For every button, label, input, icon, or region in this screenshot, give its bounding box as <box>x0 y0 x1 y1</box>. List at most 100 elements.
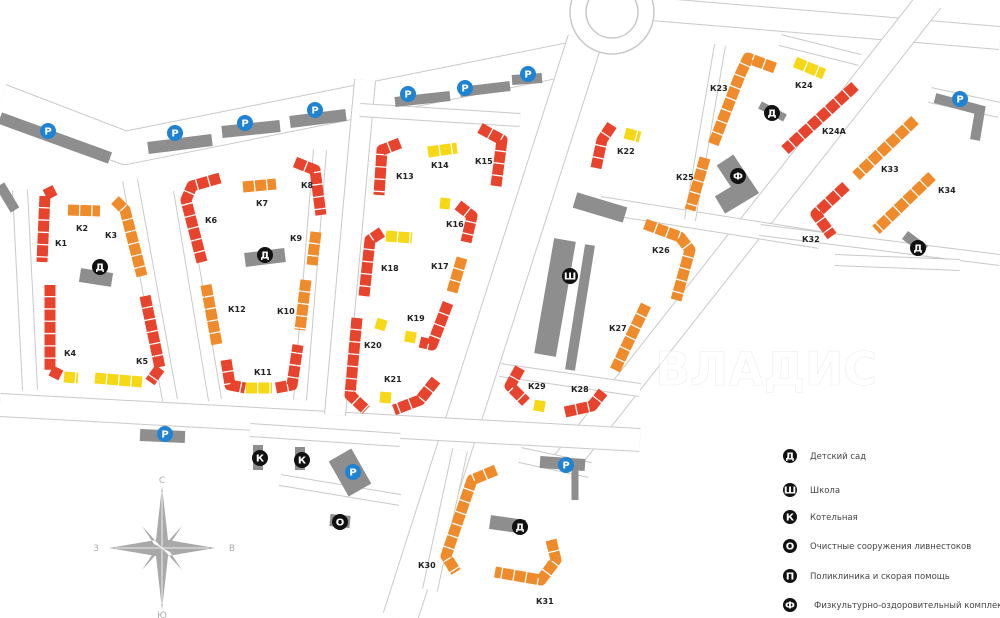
parking-marker-symbol: P <box>241 119 248 130</box>
map-markers: P P P P P P P P P P P Д Д Д Д Д Ш Ф К К О <box>40 66 968 535</box>
kindergarten-marker[interactable]: Д <box>764 105 780 121</box>
block-label: К19 <box>407 314 425 323</box>
block-label: К33 <box>881 165 899 174</box>
school-marker[interactable]: Ш <box>562 268 578 284</box>
block-label: К11 <box>254 368 272 377</box>
residential-building[interactable] <box>63 371 79 384</box>
residential-building[interactable] <box>610 302 651 373</box>
parking-marker[interactable]: P <box>952 91 968 107</box>
kindergarten-marker-icon <box>910 240 926 256</box>
kindergarten-marker[interactable]: Д <box>92 259 108 275</box>
residential-building[interactable] <box>274 344 304 394</box>
residential-building[interactable] <box>446 256 468 294</box>
residential-building[interactable] <box>852 116 919 180</box>
treatment-facility-marker[interactable]: О <box>332 514 348 530</box>
residential-building[interactable] <box>94 372 143 388</box>
parking-marker[interactable]: P <box>520 66 536 82</box>
residential-building[interactable] <box>358 227 386 297</box>
parking-marker[interactable]: P <box>40 123 56 139</box>
residential-building[interactable] <box>200 284 223 346</box>
boiler-house-marker-symbol: К <box>256 454 265 465</box>
residential-building[interactable] <box>292 156 327 216</box>
residential-building[interactable] <box>36 185 58 263</box>
residential-building[interactable] <box>643 218 696 302</box>
residential-building[interactable] <box>111 196 148 278</box>
residential-building[interactable] <box>623 127 642 143</box>
kindergarten-marker-icon <box>257 247 273 263</box>
service-building <box>78 268 114 287</box>
parking-marker-symbol: P <box>404 90 411 101</box>
road-surface <box>174 189 221 401</box>
sports-complex-marker[interactable]: Ф <box>730 168 746 184</box>
residential-building[interactable] <box>392 376 441 416</box>
boiler-house-marker[interactable]: К <box>294 452 310 468</box>
residential-building[interactable] <box>454 200 478 244</box>
parking-marker-symbol: P <box>44 127 51 138</box>
kindergarten-marker[interactable]: Д <box>910 240 926 256</box>
kindergarten-marker-symbol: Д <box>261 251 270 262</box>
residential-building[interactable] <box>44 285 65 381</box>
residential-building[interactable] <box>418 301 454 351</box>
residential-building[interactable] <box>707 52 777 147</box>
residential-building[interactable] <box>180 172 222 264</box>
service-building <box>289 109 347 128</box>
residential-building[interactable] <box>306 231 322 266</box>
parking-marker[interactable]: P <box>558 457 574 473</box>
residential-building[interactable] <box>374 317 388 332</box>
parking-marker-symbol: P <box>461 84 468 95</box>
block-label: К3 <box>105 231 117 240</box>
residential-building[interactable] <box>684 156 711 212</box>
residential-building[interactable] <box>379 391 392 404</box>
residential-building[interactable] <box>439 197 451 210</box>
parking-marker[interactable]: P <box>237 115 253 131</box>
service-building <box>221 120 281 138</box>
parking-marker[interactable]: P <box>400 86 416 102</box>
parking-marker[interactable]: P <box>167 125 183 141</box>
kindergarten-marker[interactable]: Д <box>257 247 273 263</box>
block-label: К21 <box>384 375 402 384</box>
block-label: К18 <box>381 264 399 273</box>
block-label: К1 <box>55 239 68 248</box>
block-label: К8 <box>301 181 314 190</box>
kindergarten-marker[interactable]: Д <box>512 519 528 535</box>
boiler-house-marker[interactable]: К <box>252 450 268 466</box>
residential-building[interactable] <box>440 464 499 575</box>
parking-marker[interactable]: P <box>307 102 323 118</box>
compass-south: Ю <box>157 611 167 618</box>
residential-building[interactable] <box>373 137 402 196</box>
residential-building[interactable] <box>67 204 101 217</box>
residential-building[interactable] <box>220 359 247 394</box>
kindergarten-marker-icon <box>92 259 108 275</box>
service-building <box>565 244 595 371</box>
residential-building[interactable] <box>494 538 562 586</box>
residential-building[interactable] <box>563 388 608 418</box>
residential-building[interactable] <box>590 121 617 170</box>
residential-building[interactable] <box>781 81 859 155</box>
block-label: К9 <box>290 234 303 243</box>
boiler-house-marker-symbol: К <box>298 456 307 467</box>
residential-building[interactable] <box>385 230 413 244</box>
block-label: К29 <box>528 382 546 391</box>
parking-marker[interactable]: P <box>457 80 473 96</box>
residential-building[interactable] <box>344 317 370 415</box>
residential-building[interactable] <box>792 56 827 80</box>
residential-building[interactable] <box>872 172 936 234</box>
parking-marker-symbol: P <box>956 95 963 106</box>
parking-marker[interactable]: P <box>157 426 173 442</box>
roundabout-island <box>585 0 639 39</box>
residential-building[interactable] <box>477 123 508 187</box>
road-surface <box>778 35 862 65</box>
road-surface <box>383 34 602 618</box>
residential-building[interactable] <box>294 279 312 331</box>
service-building <box>0 182 20 213</box>
residential-building[interactable] <box>427 142 458 158</box>
residential-building[interactable] <box>242 178 277 193</box>
residential-building[interactable] <box>810 181 850 240</box>
road-surface <box>123 178 177 402</box>
residential-building[interactable] <box>404 330 417 344</box>
parking-marker[interactable]: P <box>345 464 361 480</box>
residential-building[interactable] <box>504 365 530 406</box>
residential-building[interactable] <box>533 399 547 413</box>
